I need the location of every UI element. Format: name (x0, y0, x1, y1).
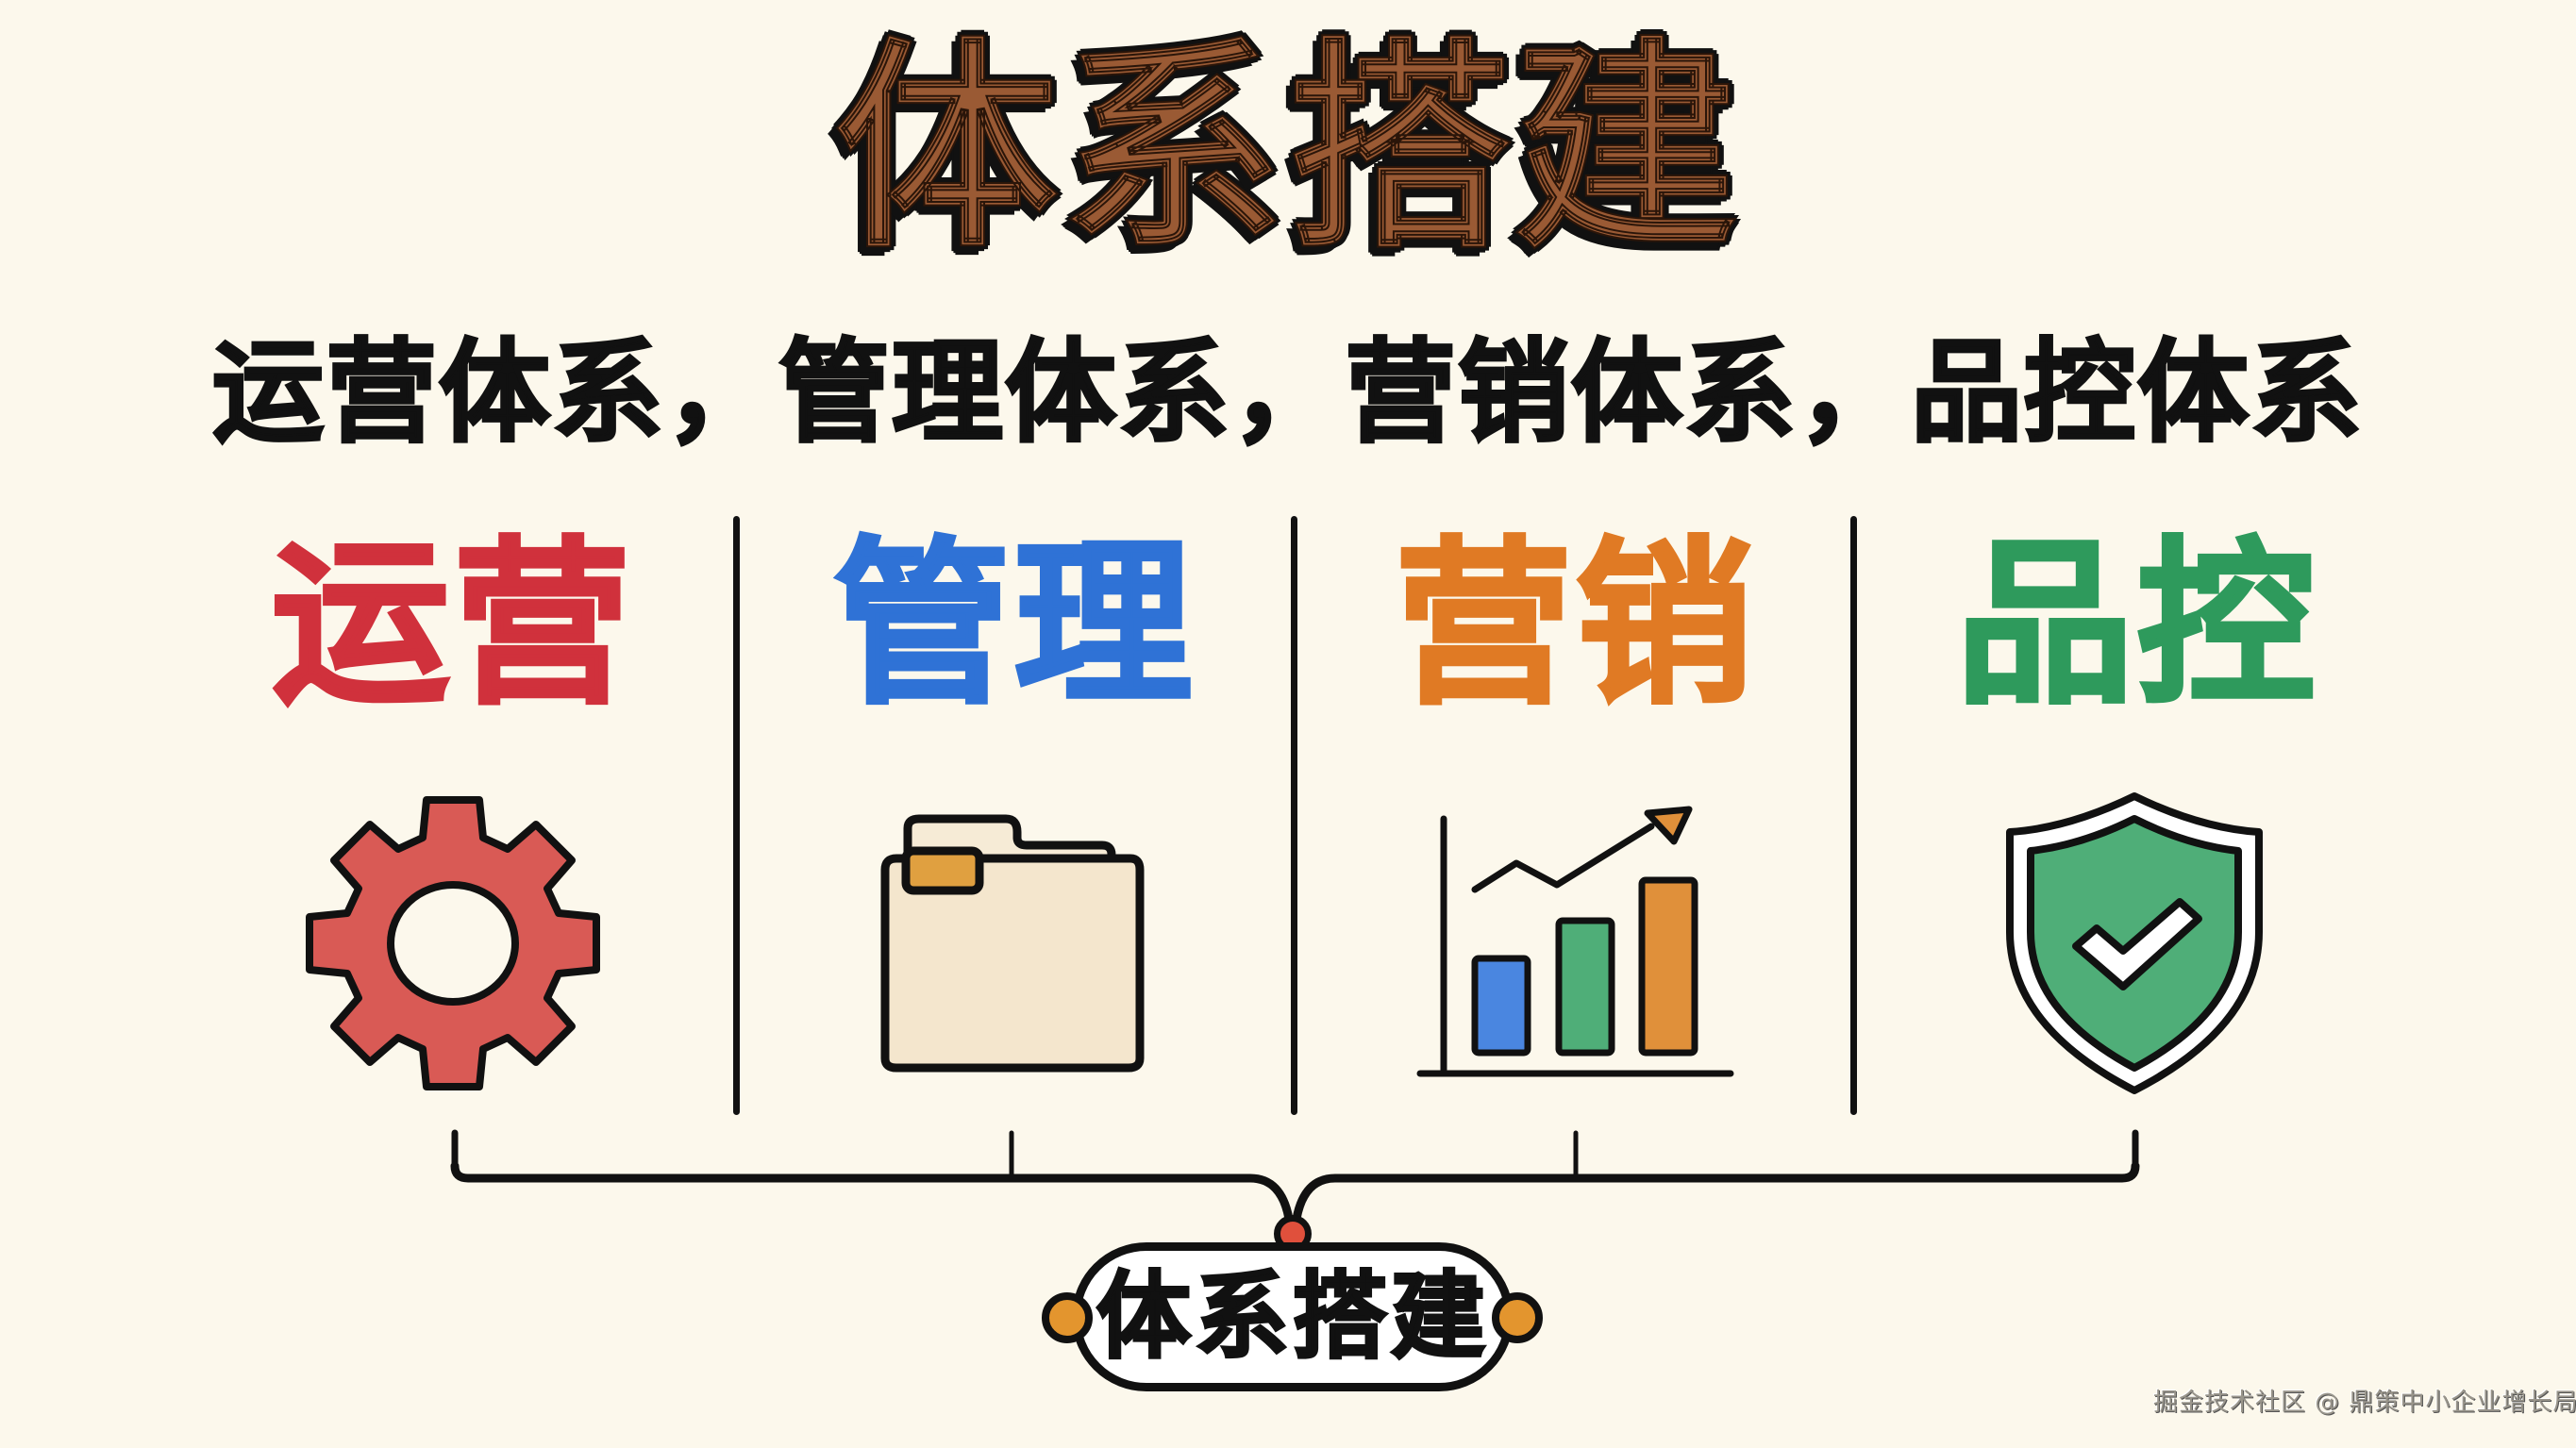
folder-icon (880, 814, 1145, 1073)
watermark: 掘金技术社区 @ 鼎策中小企业增长局 (2153, 1389, 2576, 1417)
gear-icon (306, 796, 600, 1090)
subtitle: 运营体系，管理体系，营销体系，品控体系 (210, 327, 2364, 458)
bar-chart-growth-icon (1416, 806, 1734, 1077)
bracket-connector (450, 1129, 2140, 1223)
main-title: 体系搭建 (834, 19, 1741, 278)
heading-management: 管理 (831, 521, 1196, 728)
pill-left-dot (1042, 1292, 1093, 1343)
heading-marketing: 营销 (1393, 521, 1757, 728)
pill-right-dot (1492, 1292, 1543, 1343)
column-divider (1291, 516, 1297, 1115)
shield-check-icon (2006, 792, 2263, 1094)
column-divider (1850, 516, 1857, 1115)
summary-label: 体系搭建 (1096, 1261, 1489, 1372)
heading-quality-control: 品控 (1954, 521, 2318, 728)
summary-pill: 体系搭建 (1072, 1242, 1514, 1391)
column-divider (733, 516, 740, 1115)
heading-operations: 运营 (270, 521, 634, 728)
